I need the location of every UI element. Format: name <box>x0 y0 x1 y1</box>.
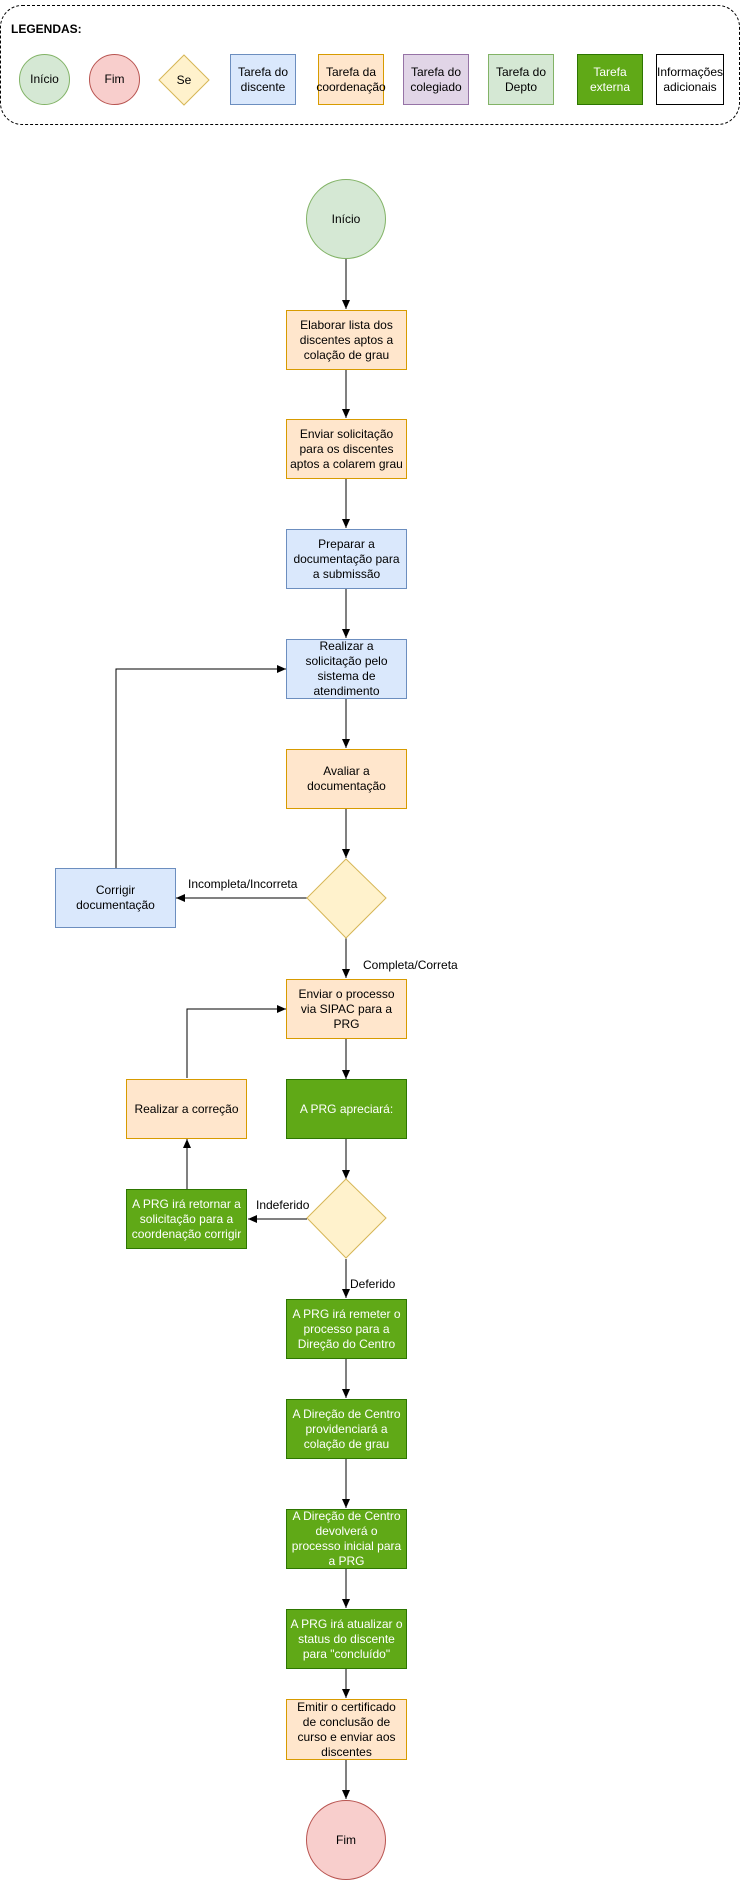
legend-decision-symbol <box>158 54 210 106</box>
edge-correction-step6 <box>186 1005 286 1078</box>
step-send-request: Enviar solicitação para os discentes apt… <box>286 419 407 479</box>
step-update-status: A PRG irá atualizar o status do discente… <box>286 1609 407 1669</box>
legend-title: LEGENDAS: <box>11 22 82 36</box>
legend-end-symbol: Fim <box>89 54 140 105</box>
legend-coordination-task: Tarefa da coordenação <box>316 54 386 105</box>
step-prepare-docs: Preparar a documentação para a submissão <box>286 529 407 589</box>
decision-documentation <box>306 858 387 939</box>
step-prg-review: A PRG apreciará: <box>286 1079 407 1139</box>
step-evaluate-docs: Avaliar a documentação <box>286 749 407 809</box>
end-node: Fim <box>306 1800 386 1880</box>
step-correct-docs: Corrigir documentação <box>55 868 176 928</box>
legend-decision-label: Se <box>176 72 192 87</box>
legend-collegiate-task: Tarefa do colegiado <box>403 54 469 105</box>
label-approved: Deferido <box>350 1277 396 1291</box>
legend-department-task: Tarefa do Depto <box>488 54 554 105</box>
start-node: Início <box>306 179 386 259</box>
step-send-sipac: Enviar o processo via SIPAC para a PRG <box>286 979 407 1039</box>
label-complete: Completa/Correta <box>363 958 458 972</box>
label-denied: Indeferido <box>256 1198 310 1212</box>
step-prg-return: A PRG irá retornar a solicitação para a … <box>126 1189 247 1249</box>
legend-box <box>0 5 740 125</box>
label-incomplete: Incompleta/Incorreta <box>188 877 298 891</box>
step-ceremony: A Direção de Centro providenciará a cola… <box>286 1399 407 1459</box>
legend-additional-info: Informações adicionais <box>656 54 724 105</box>
edge-correct-step4 <box>115 665 286 868</box>
step-return-process: A Direção de Centro devolverá o processo… <box>286 1509 407 1569</box>
step-prg-forward: A PRG irá remeter o processo para a Dire… <box>286 1299 407 1359</box>
legend-start-symbol: Início <box>19 54 70 105</box>
step-issue-certificate: Emitir o certificado de conclusão de cur… <box>286 1699 407 1760</box>
legend-student-task: Tarefa do discente <box>230 54 296 105</box>
step-make-correction: Realizar a correção <box>126 1079 247 1139</box>
legend-external-task: Tarefa externa <box>577 54 643 105</box>
step-list-students: Elaborar lista dos discentes aptos a col… <box>286 310 407 370</box>
decision-prg <box>306 1178 387 1259</box>
step-submit-request: Realizar a solicitação pelo sistema de a… <box>286 639 407 699</box>
